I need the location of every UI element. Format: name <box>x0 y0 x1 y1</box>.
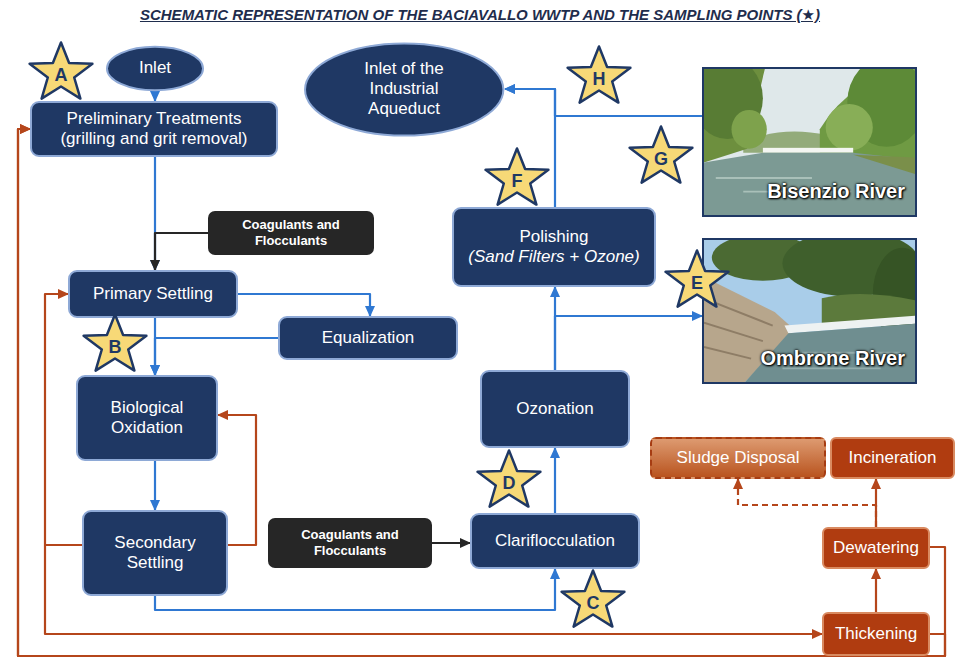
process-box: Clariflocculation <box>470 513 640 569</box>
node-label: Clariflocculation <box>495 531 615 551</box>
sampling-star: F <box>484 146 550 208</box>
flow-arrow <box>875 569 877 612</box>
process-box: Polishing(Sand Filters + Ozone) <box>452 207 656 287</box>
node-label: F <box>512 171 523 192</box>
flow-arrow <box>738 479 876 527</box>
star-outline <box>84 314 147 370</box>
reagent-box: Coagulants and Flocculants <box>208 211 374 255</box>
node-label: Polishing <box>520 227 589 247</box>
river-photo: Bisenzio River <box>702 67 917 217</box>
star-outline <box>30 42 93 98</box>
sampling-star: B <box>82 312 148 374</box>
flow-arrow <box>555 316 702 370</box>
node-label: Dewatering <box>833 538 919 558</box>
node-label: Ozonation <box>516 399 594 419</box>
sludge-box: Sludge Disposal <box>650 437 826 479</box>
flow-arrow <box>155 233 208 270</box>
node-label: Inlet of the Industrial Aqueduct <box>334 59 474 119</box>
node-label: E <box>691 273 703 294</box>
sampling-star: A <box>28 40 94 102</box>
reagent-box: Coagulants and Flocculants <box>268 518 432 568</box>
node-label: Preliminary Treatments <box>67 109 242 129</box>
star-outline <box>630 126 693 182</box>
ellipse-outline <box>107 46 203 90</box>
inlet-ellipse: Inlet <box>106 46 204 91</box>
flow-arrow <box>154 461 156 510</box>
flow-arrow <box>154 91 156 102</box>
star-outline <box>666 250 729 306</box>
node-label: Sludge Disposal <box>677 448 800 468</box>
sludge-box: Thickening <box>822 612 930 656</box>
process-box: Ozonation <box>480 370 630 448</box>
flow-arrow <box>554 448 556 513</box>
node-label: Equalization <box>322 328 415 348</box>
diagram-title: SCHEMATIC REPRESENTATION OF THE BACIAVAL… <box>0 6 960 24</box>
sampling-star: C <box>560 568 626 630</box>
node-label: Coagulants and Flocculants <box>274 527 426 559</box>
star-outline <box>478 450 541 506</box>
star-outline <box>562 570 625 626</box>
node-label: (grilling and grit removal) <box>60 129 247 149</box>
node-label: G <box>654 149 668 170</box>
node-label: Ombrone River <box>761 347 905 370</box>
node-label: Primary Settling <box>93 284 213 304</box>
star-outline <box>486 148 549 204</box>
flow-arrow <box>432 542 470 544</box>
process-box: Secondary Settling <box>82 510 228 596</box>
sludge-box: Dewatering <box>822 527 930 569</box>
river-photo: Ombrone River <box>702 238 917 384</box>
flow-arrow <box>875 479 877 527</box>
sampling-star: D <box>476 448 542 510</box>
process-box: Primary Settling <box>68 270 238 318</box>
ellipse-outline <box>305 43 503 135</box>
flow-arrow <box>155 338 278 375</box>
flow-arrow <box>238 294 370 316</box>
node-label: H <box>593 69 606 90</box>
node-label: Thickening <box>835 624 917 644</box>
flow-arrow <box>18 129 945 656</box>
process-box: Biological Oxidation <box>76 375 218 461</box>
node-label: Coagulants and Flocculants <box>214 217 368 249</box>
sludge-box: Incineration <box>830 437 955 479</box>
node-label: Bisenzio River <box>767 180 905 203</box>
node-label: D <box>503 473 516 494</box>
flow-arrow <box>18 129 945 656</box>
node-label: Inlet <box>139 58 171 78</box>
outlet-ellipse: Inlet of the Industrial Aqueduct <box>303 42 505 137</box>
sampling-star: H <box>566 44 632 106</box>
sampling-star: G <box>628 124 694 186</box>
sampling-star: E <box>664 248 730 310</box>
node-label: B <box>109 337 122 358</box>
node-label: Biological Oxidation <box>84 398 210 438</box>
process-box: Preliminary Treatments(grilling and grit… <box>30 101 278 157</box>
process-box: Equalization <box>278 316 458 360</box>
node-label: A <box>55 65 68 86</box>
star-outline <box>568 46 631 102</box>
node-label: Secondary Settling <box>90 533 220 573</box>
node-label: Incineration <box>849 448 937 468</box>
node-label: C <box>587 593 600 614</box>
node-label: (Sand Filters + Ozone) <box>468 247 640 267</box>
